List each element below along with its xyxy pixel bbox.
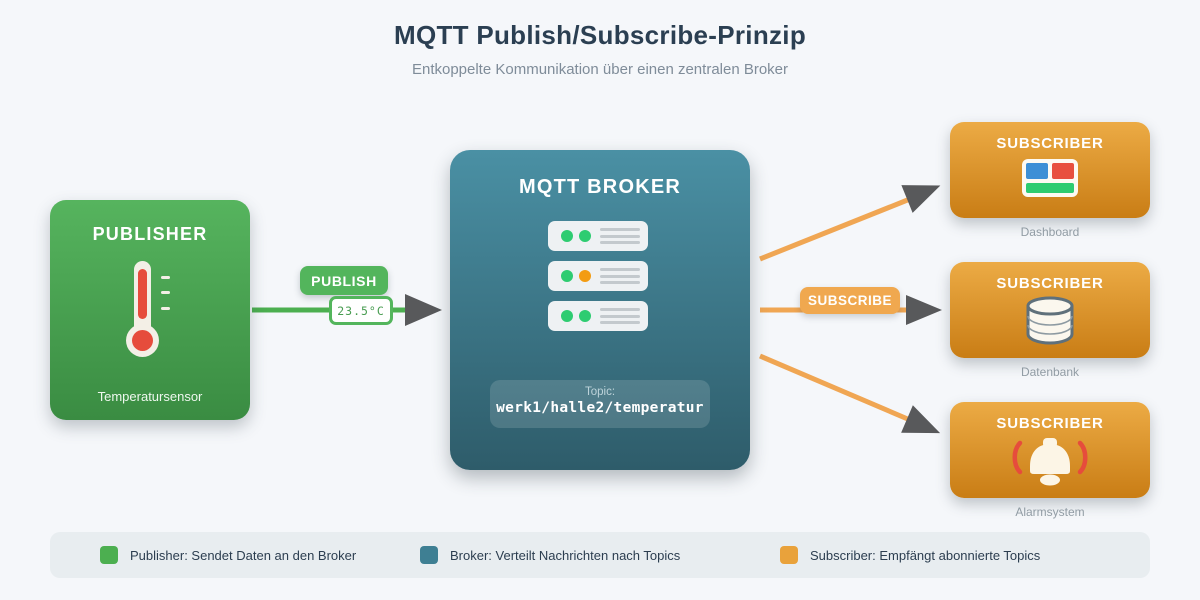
thermometer-icon (126, 261, 172, 361)
subscriber-caption: Alarmsystem (1015, 505, 1085, 519)
dashboard-tile-red (1052, 163, 1074, 179)
legend: Publisher: Sendet Daten an den Broker Br… (50, 532, 1150, 578)
server-slot-line (600, 268, 640, 271)
topic-value: werk1/halle2/temperatur (496, 400, 704, 416)
subscriber-node-dashboard: SUBSCRIBER Dashboard (950, 122, 1150, 239)
publisher-node: PUBLISHER Temperatursensor (50, 200, 250, 420)
dashboard-tile-green (1026, 183, 1074, 193)
status-led (579, 310, 591, 322)
page-subtitle: Entkoppelte Kommunikation über einen zen… (411, 61, 789, 78)
publish-action-badge: PUBLISH (300, 266, 388, 295)
subscriber-title: SUBSCRIBER (996, 135, 1104, 152)
legend-item-publisher: Publisher: Sendet Daten an den Broker (100, 532, 356, 578)
legend-swatch-publisher (100, 546, 118, 564)
broker-title: MQTT BROKER (518, 176, 682, 198)
server-slot-line (600, 281, 640, 284)
status-led (561, 230, 573, 242)
bell-icon (1012, 438, 1088, 486)
subscriber-box: SUBSCRIBER (950, 262, 1150, 358)
server-slot-line (600, 274, 640, 278)
legend-swatch-broker (420, 546, 438, 564)
thermometer-tick (161, 307, 170, 310)
subscriber-title: SUBSCRIBER (996, 275, 1104, 292)
published-value-badge: 23.5°C (329, 296, 393, 325)
thermometer-tick (161, 276, 170, 279)
publisher-device-label: Temperatursensor (97, 389, 203, 404)
topic-label: Topic: (584, 386, 616, 398)
server-row (548, 301, 648, 331)
server-row (548, 221, 648, 251)
legend-item-broker: Broker: Verteilt Nachrichten nach Topics (420, 532, 680, 578)
server-row (548, 261, 648, 291)
page-title: MQTT Publish/Subscribe-Prinzip (393, 20, 807, 50)
status-led (561, 310, 573, 322)
status-led (579, 270, 591, 282)
legend-text: Subscriber: Empfängt abonnierte Topics (810, 547, 1041, 563)
legend-item-subscriber: Subscriber: Empfängt abonnierte Topics (780, 532, 1040, 578)
thermometer-bulb (126, 324, 159, 357)
status-led (579, 230, 591, 242)
thermometer-mercury (138, 269, 147, 319)
database-icon (1026, 296, 1074, 345)
server-slot-line (600, 314, 640, 318)
server-slot-line (600, 228, 640, 231)
subscriber-box: SUBSCRIBER (950, 122, 1150, 218)
server-slot-line (600, 241, 640, 244)
dashboard-icon (1022, 159, 1078, 197)
subscriber-title: SUBSCRIBER (996, 415, 1104, 432)
subscriber-box: SUBSCRIBER (950, 402, 1150, 498)
status-led (561, 270, 573, 282)
legend-text: Broker: Verteilt Nachrichten nach Topics (450, 547, 681, 563)
server-stack (548, 221, 652, 341)
subscriber-node-database: SUBSCRIBER Datenbank (950, 262, 1150, 379)
broker-node: MQTT BROKER Topic: werk1/halle2/temperat… (450, 150, 750, 470)
topic-badge: Topic: werk1/halle2/temperatur (490, 380, 710, 428)
subscriber-caption: Datenbank (1020, 365, 1080, 379)
server-slot-line (600, 308, 640, 311)
legend-swatch-subscriber (780, 546, 798, 564)
dashboard-tile-blue (1026, 163, 1048, 179)
subscribe-action-badge: SUBSCRIBE (800, 287, 900, 314)
subscribe-arrow-dashboard (759, 185, 941, 262)
thermometer-tick (161, 291, 170, 294)
server-slot-line (600, 234, 640, 238)
subscribe-arrow-alarm (759, 353, 941, 434)
subscriber-node-alarm: SUBSCRIBER Alarmsystem (950, 402, 1150, 519)
subscriber-caption: Dashboard (1020, 225, 1080, 239)
server-slot-line (600, 321, 640, 324)
legend-text: Publisher: Sendet Daten an den Broker (130, 547, 357, 563)
thermometer-bulb-fill (132, 330, 153, 351)
publisher-title: PUBLISHER (92, 224, 208, 244)
